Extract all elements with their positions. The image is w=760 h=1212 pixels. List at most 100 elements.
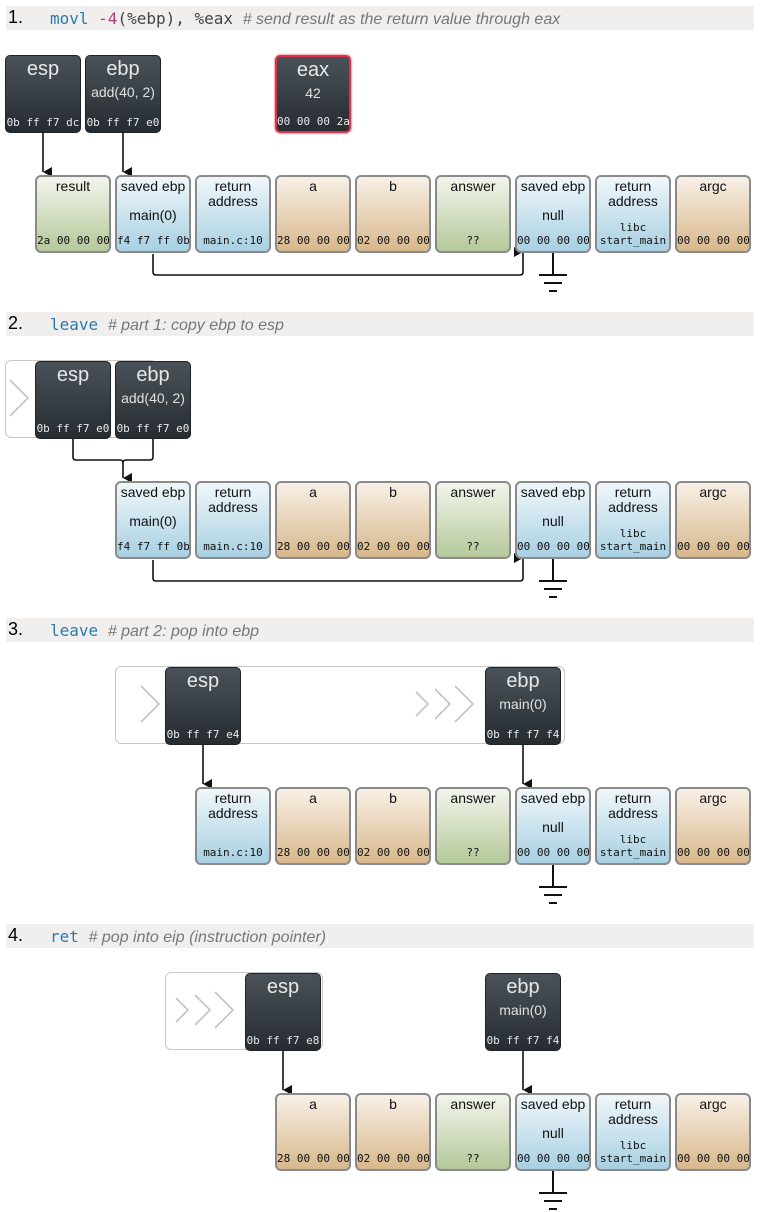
register-value: add(40, 2) <box>91 84 155 100</box>
register-value: 42 <box>305 85 321 101</box>
register-name: esp <box>56 364 90 386</box>
register-bytes: 0b ff f7 e4 <box>166 728 240 741</box>
instruction-comment: # send result as the return value throug… <box>242 11 561 28</box>
cell-label: argc <box>699 178 727 194</box>
stack-cell: saved ebp null 00 00 00 00 <box>515 1093 591 1171</box>
cell-bytes: 00 00 00 00 <box>517 1152 590 1165</box>
cell-value: null <box>542 207 564 223</box>
cell-bytes: main.c:10 <box>203 846 263 859</box>
register-bytes: 0b ff f7 dc <box>6 116 80 129</box>
ground-icon <box>539 1171 567 1210</box>
chevron-right-icon <box>454 685 475 723</box>
step-header: 4. ret # pop into eip (instruction point… <box>6 924 754 948</box>
cell-bytes: 00 00 00 00 <box>677 1152 750 1165</box>
cell-label: return address <box>208 178 258 209</box>
register-ebp: ebp main(0) 0b ff f7 f4 <box>485 973 561 1051</box>
register-value: main(0) <box>499 1002 547 1018</box>
stack-cell: return address main.c:10 <box>195 175 271 253</box>
instruction-code: movl -4(%ebp), %eax # send result as the… <box>50 9 560 29</box>
instruction-code: leave # part 1: copy ebp to esp <box>50 315 284 335</box>
cell-bytes: main.c:10 <box>203 234 263 247</box>
register-bytes: 0b ff f7 e0 <box>116 422 190 435</box>
cell-label: answer <box>450 1096 496 1112</box>
register-bytes: 00 00 00 2a <box>277 115 350 128</box>
chevron-right-icon <box>434 688 452 720</box>
cell-bytes: 02 00 00 00 <box>357 540 430 553</box>
instruction-comment: # part 2: pop into ebp <box>107 623 260 640</box>
cell-bytes: start_main <box>599 234 667 247</box>
chevron-right-icon <box>194 994 212 1026</box>
cell-bytes: 28 00 00 00 <box>277 846 350 859</box>
stack-cell: b 02 00 00 00 <box>355 175 431 253</box>
cell-value: null <box>542 1125 564 1141</box>
register-bytes: 0b ff f7 f4 <box>486 728 560 741</box>
cell-bytes: 00 00 00 00 <box>677 846 750 859</box>
register-name: ebp <box>506 670 540 692</box>
cell-label: b <box>389 178 397 194</box>
cell-bytes: 00 00 00 00 <box>677 540 750 553</box>
cell-bytes: 00 00 00 00 <box>517 540 590 553</box>
cell-label: argc <box>699 790 727 806</box>
stack-cell: b 02 00 00 00 <box>355 481 431 559</box>
stack-cell: argc 00 00 00 00 <box>675 1093 751 1171</box>
dest-operand: %eax <box>194 9 234 28</box>
register-bytes: 0b ff f7 e8 <box>246 1034 320 1047</box>
cell-label: result <box>55 178 91 194</box>
instruction-comment: # part 1: copy ebp to esp <box>107 317 284 334</box>
cell-bytes: 00 00 00 00 <box>517 846 590 859</box>
stack-cell: answer?? <box>435 787 511 865</box>
cell-bytes: 28 00 00 00 <box>277 540 350 553</box>
cell-bytes: 28 00 00 00 <box>277 1152 350 1165</box>
register-esp: esp 0b ff f7 e8 <box>245 973 321 1051</box>
cell-bytes: 02 00 00 00 <box>357 234 430 247</box>
cell-label: b <box>389 484 397 500</box>
cell-label: saved ebp <box>120 484 186 500</box>
cell-value: main(0) <box>129 513 177 529</box>
cell-bytes: ?? <box>466 540 480 553</box>
cell-label: a <box>309 790 317 806</box>
cell-label: argc <box>699 1096 727 1112</box>
cell-label: b <box>389 1096 397 1112</box>
cell-bytes: ?? <box>466 846 480 859</box>
cell-bytes: start_main <box>599 1152 667 1165</box>
opcode: leave <box>50 315 99 334</box>
cell-bytes: 28 00 00 00 <box>277 234 350 247</box>
step-header: 3. leave # part 2: pop into ebp <box>6 618 754 642</box>
cell-label: b <box>389 790 397 806</box>
instruction-code: ret # pop into eip (instruction pointer) <box>50 927 326 947</box>
step-number: 1. <box>8 7 24 27</box>
ebp-pointer-arrow <box>122 439 154 464</box>
ground-icon <box>539 253 567 292</box>
opcode: ret <box>50 927 79 946</box>
instruction-code: leave # part 2: pop into ebp <box>50 621 259 641</box>
cell-label: saved ebp <box>520 1096 586 1112</box>
cell-label: answer <box>450 790 496 806</box>
stack-cell: b 02 00 00 00 <box>355 787 431 865</box>
cell-label: return address <box>208 484 258 515</box>
register-bytes: 0b ff f7 e0 <box>36 422 110 435</box>
register-ebp: ebp add(40, 2) 0b ff f7 e0 <box>115 361 191 439</box>
cell-small-text: libc <box>619 527 647 540</box>
register-ebp: ebp add(40, 2) 0b ff f7 e0 <box>85 55 161 133</box>
saved-ebp-link <box>152 553 524 582</box>
cell-bytes: 02 00 00 00 <box>357 846 430 859</box>
opcode: movl <box>50 9 89 28</box>
chevron-right-icon <box>9 379 30 417</box>
cell-bytes: 00 00 00 00 <box>677 234 750 247</box>
register-name: ebp <box>136 364 170 386</box>
stack-cell: answer?? <box>435 1093 511 1171</box>
step-header: 2. leave # part 1: copy ebp to esp <box>6 312 754 336</box>
cell-bytes: start_main <box>599 540 667 553</box>
chevron-right-icon <box>140 685 161 723</box>
cell-label: return address <box>208 790 258 821</box>
stack-cell: a 28 00 00 00 <box>275 787 351 865</box>
cell-small-text: libc <box>619 221 647 234</box>
